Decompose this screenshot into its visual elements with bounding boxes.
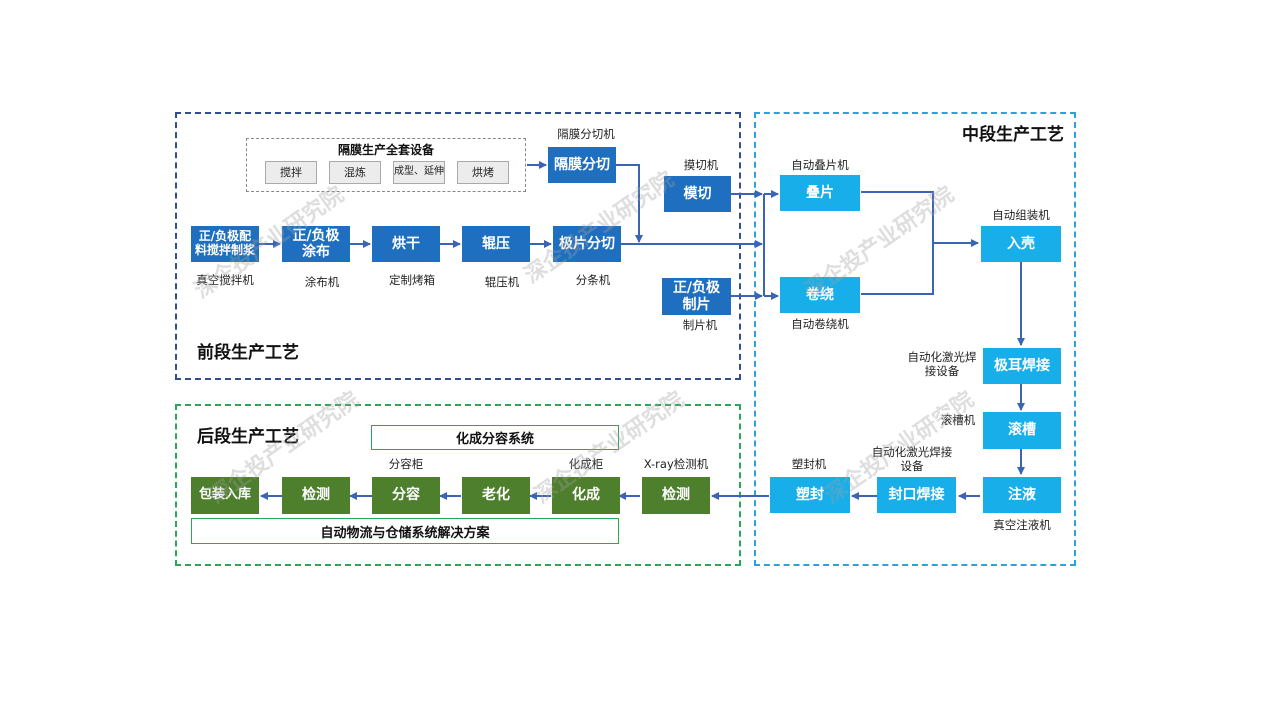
tab-welding-machine: 自动化激光焊接设备 bbox=[907, 350, 977, 379]
drying-machine: 定制烤箱 bbox=[389, 273, 435, 287]
logistics-system: 自动物流与仓储系统解决方案 bbox=[191, 518, 619, 544]
xray-inspection-box: 检测 bbox=[642, 477, 710, 514]
separator-equipment-group: 隔膜生产全套设备 搅拌 混炼 成型、延伸 烘烤 bbox=[246, 138, 526, 192]
separator-step-kneading: 混炼 bbox=[329, 161, 381, 184]
back-process-region: 后段生产工艺 bbox=[175, 404, 741, 566]
plastic-seal-machine: 塑封机 bbox=[791, 457, 827, 471]
filling-box: 注液 bbox=[983, 477, 1061, 513]
drying-box: 烘干 bbox=[372, 226, 440, 262]
winding-box: 卷绕 bbox=[780, 277, 860, 313]
coating-machine: 涂布机 bbox=[304, 275, 340, 289]
slurry-machine: 真空搅拌机 bbox=[196, 273, 254, 287]
formation-machine: 化成柜 bbox=[568, 457, 604, 471]
filling-machine: 真空注液机 bbox=[993, 518, 1051, 532]
formation-box: 化成 bbox=[552, 477, 620, 514]
slitting-box: 极片分切 bbox=[553, 226, 621, 262]
packing-box: 包装入库 bbox=[191, 477, 259, 514]
slurry-box: 正/负极配料搅拌制浆 bbox=[191, 226, 259, 262]
stacking-machine: 自动叠片机 bbox=[791, 158, 849, 172]
separator-equipment-title: 隔膜生产全套设备 bbox=[337, 143, 434, 157]
middle-process-region: 中段生产工艺 bbox=[754, 112, 1076, 566]
die-cut-box: 模切 bbox=[664, 176, 731, 212]
aging-box: 老化 bbox=[462, 477, 530, 514]
formation-grading-system: 化成分容系统 bbox=[371, 425, 619, 450]
die-cut-machine: 摸切机 bbox=[683, 158, 719, 172]
separator-cut-box: 隔膜分切 bbox=[548, 147, 616, 183]
rolling-machine: 辊压机 bbox=[484, 275, 520, 289]
grading-machine: 分容柜 bbox=[388, 457, 424, 471]
rolling-box: 辊压 bbox=[462, 226, 530, 262]
separator-step-mixing: 搅拌 bbox=[265, 161, 317, 184]
front-process-title: 前段生产工艺 bbox=[197, 343, 299, 363]
inspection-box: 检测 bbox=[282, 477, 350, 514]
back-process-title: 后段生产工艺 bbox=[197, 427, 299, 447]
tab-making-machine: 制片机 bbox=[682, 318, 718, 332]
coating-box: 正/负极涂布 bbox=[282, 226, 350, 262]
separator-step-forming: 成型、延伸 bbox=[393, 161, 445, 184]
seal-welding-machine: 自动化激光焊接设备 bbox=[871, 445, 953, 473]
grading-box: 分容 bbox=[372, 477, 440, 514]
tab-welding-box: 极耳焊接 bbox=[983, 348, 1061, 384]
tab-making-box: 正/负极制片 bbox=[662, 278, 731, 315]
xray-machine: X-ray检测机 bbox=[643, 457, 709, 471]
stacking-box: 叠片 bbox=[780, 175, 860, 211]
grooving-box: 滚槽 bbox=[983, 412, 1061, 449]
casing-machine: 自动组装机 bbox=[992, 208, 1050, 222]
slitting-machine: 分条机 bbox=[575, 273, 611, 287]
grooving-machine: 滚槽机 bbox=[940, 413, 976, 427]
plastic-seal-box: 塑封 bbox=[770, 477, 850, 513]
winding-machine: 自动卷绕机 bbox=[791, 317, 849, 331]
separator-step-baking: 烘烤 bbox=[457, 161, 509, 184]
middle-process-title: 中段生产工艺 bbox=[962, 125, 1064, 145]
front-process-region: 前段生产工艺 bbox=[175, 112, 741, 380]
casing-box: 入壳 bbox=[981, 226, 1061, 262]
separator-cut-machine: 隔膜分切机 bbox=[557, 127, 615, 141]
seal-welding-box: 封口焊接 bbox=[877, 477, 956, 513]
